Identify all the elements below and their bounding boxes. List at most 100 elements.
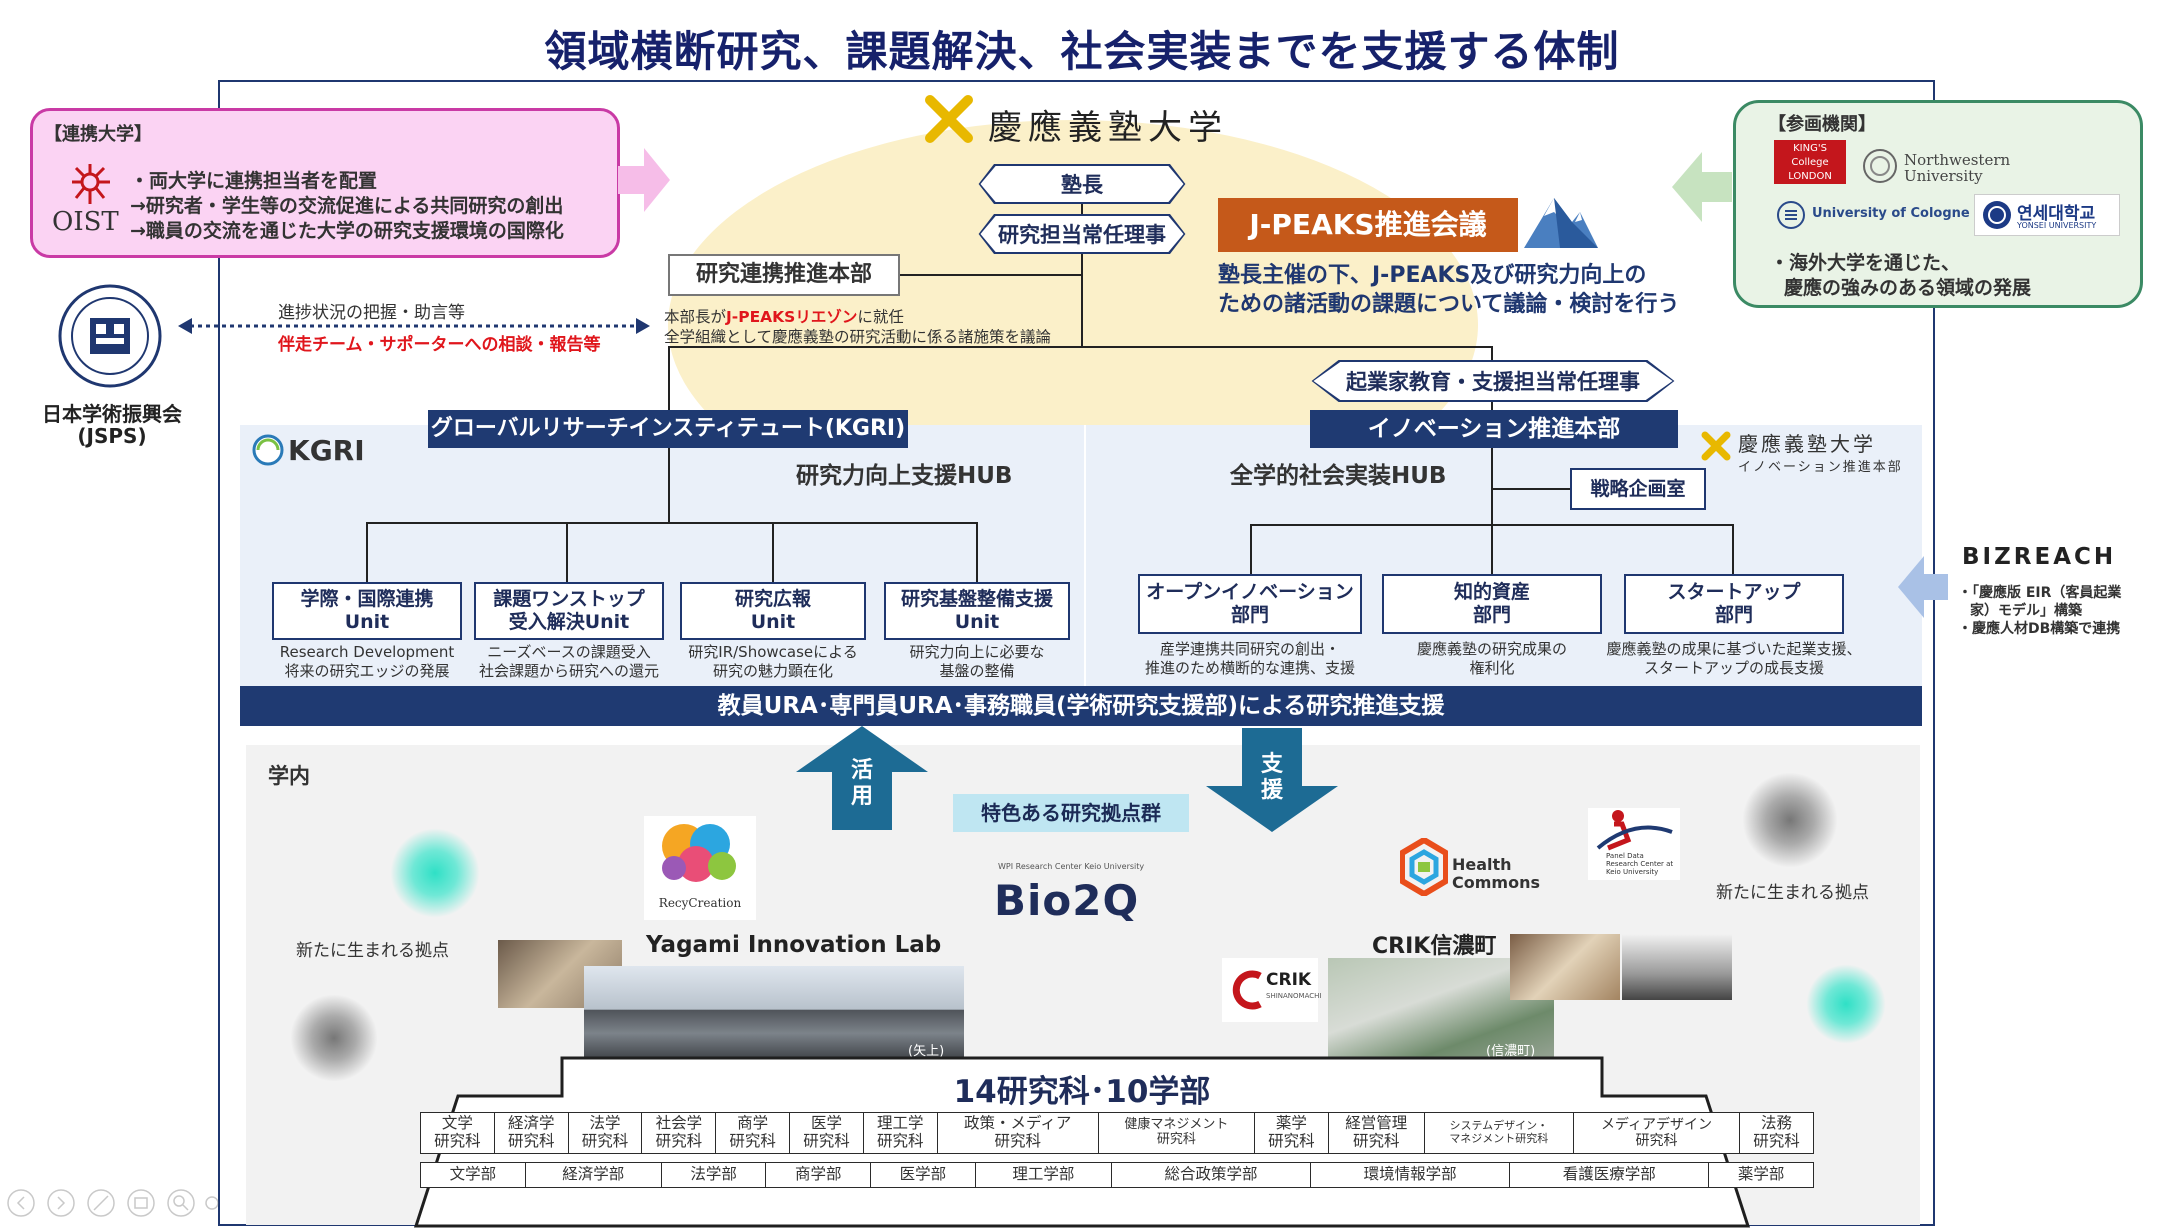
faculty-cell: 商学部: [765, 1162, 872, 1188]
partner-university-box: [30, 108, 620, 258]
partner-univ-heading: 【連携大学】: [44, 124, 152, 145]
grad-school-cell: 医学研究科: [789, 1112, 864, 1154]
innov-hub-label: 全学的社会実装HUB: [1230, 463, 1447, 489]
keio-logo-text: 慶應義塾大学: [988, 108, 1228, 148]
innov-dept-desc-2a: 慶應義塾の研究成果の: [1416, 640, 1567, 658]
kgri-logo-icon: [252, 434, 284, 466]
crik-caption: (信濃町): [1486, 1044, 1536, 1059]
pen-tool-button[interactable]: [84, 1186, 112, 1214]
innov-dept-ip: 知的資産部門: [1382, 574, 1602, 634]
oist-logo-text: OIST: [52, 207, 119, 237]
innov-dept-desc-1a: 産学連携共同研究の創出・: [1159, 640, 1340, 658]
president-box: 塾長: [978, 164, 1186, 204]
partner-univ-arrow-icon: [618, 148, 670, 212]
kgri-unit-desc-3a: 研究IR/Showcaseによる: [688, 643, 858, 661]
jsps-abbr: (JSPS): [77, 424, 147, 448]
jpeaks-desc-1: 塾長主催の下、J-PEAKS及び研究力向上の: [1218, 263, 1647, 288]
bizreach-line-3: ・慶應人材DB構築で連携: [1958, 621, 2121, 637]
faculty-cell: 環境情報学部: [1310, 1162, 1511, 1188]
partner-inst-line-1: ・海外大学を通じた、: [1770, 252, 1961, 274]
grad-school-cell: 薬学研究科: [1253, 1112, 1329, 1154]
jsps-dotted-arrow-icon: [178, 316, 650, 336]
faculty-cell: 法学部: [660, 1162, 767, 1188]
new-hub-glow-left-teal: [390, 828, 480, 918]
kgri-unit-desc-3b: 研究の魅力顕在化: [712, 662, 833, 680]
faculty-cell: 理工学部: [974, 1162, 1112, 1188]
ura-support-band: 教員URA･専門員URA･事務職員(学術研究支援部)による研究推進支援: [240, 686, 1922, 726]
more-options-button[interactable]: [198, 1190, 218, 1212]
jsps-note-2: 伴走チーム・サポーターへの相談・報告等: [278, 335, 601, 355]
undergraduate-faculties-table: 文学部 経済学部 法学部 商学部 医学部 理工学部 総合政策学部 環境情報学部 …: [420, 1162, 1814, 1188]
research-hubs-tag: 特色ある研究拠点群: [953, 794, 1189, 832]
entre-director-box: 起業家教育・支援担当常任理事: [1311, 360, 1675, 402]
keio-logo-icon: [924, 94, 974, 144]
jsps-seal-icon: [56, 282, 164, 390]
kgri-unit-desc-2a: ニーズベースの課題受入: [487, 643, 651, 661]
partner-univ-line-2: →研究者・学生等の交流促進による共同研究の創出: [130, 195, 564, 217]
jpeaks-council: J-PEAKS推進会議: [1218, 198, 1518, 252]
innov-dept-startup: スタートアップ部門: [1624, 574, 1844, 634]
bio2q-sub: WPI Research Center Keio University: [998, 862, 1145, 871]
slide-toolbar: [4, 1186, 220, 1220]
crik-photo-interior-2: [1622, 934, 1732, 1000]
kgri-unit-onestop: 課題ワンストップ受入解決Unit: [474, 582, 664, 640]
research-hq-box: 研究連携推進本部: [668, 254, 900, 296]
yagami-label: Yagami Innovation Lab: [646, 932, 942, 958]
bizreach-line-1: ・「慶應版 EIR（客員起業: [1958, 585, 2122, 601]
faculty-cell: 看護医療学部: [1509, 1162, 1710, 1188]
kgri-unit-desc-4b: 基盤の整備: [939, 662, 1015, 680]
faculties-heading: 14研究科･10学部: [953, 1074, 1211, 1110]
faculty-cell: 医学部: [870, 1162, 976, 1188]
new-hub-label-right: 新たに生まれる拠点: [1716, 883, 1869, 903]
support-arrow-label: 支援: [1260, 752, 1283, 803]
grad-school-cell: 理工学研究科: [862, 1112, 938, 1154]
jsps-note-1: 進捗状況の把握・助言等: [278, 303, 465, 323]
innov-dept-desc-1b: 推進のため横断的な連携、支援: [1144, 659, 1355, 677]
innov-dept-open-innovation: オープンイノベーション部門: [1138, 574, 1362, 634]
director-label: 研究担当常任理事: [980, 216, 1184, 252]
new-hub-glow-right-teal: [1806, 964, 1886, 1044]
utilize-arrow-label: 活用: [850, 758, 873, 809]
utilize-arrow-icon: [796, 726, 928, 830]
grad-school-cell: 商学研究科: [715, 1112, 791, 1154]
strategy-office-box: 戦略企画室: [1570, 468, 1706, 510]
bio2q-logo: Bio2Q: [994, 876, 1140, 925]
next-slide-button[interactable]: [44, 1186, 72, 1214]
northwestern-seal-icon: [1862, 148, 1898, 184]
faculty-cell: 経済学部: [524, 1162, 662, 1188]
keio-innov-logo-sub: イノベーション推進本部: [1738, 460, 1903, 475]
faculty-cell: 薬学部: [1708, 1162, 1814, 1188]
cologne-seal-icon: [1776, 200, 1806, 230]
bizreach-logo: BIZREACH: [1962, 544, 2117, 570]
new-hub-glow-left-gray: [290, 994, 378, 1082]
partner-inst-heading: 【参画機関】: [1768, 114, 1876, 135]
research-hq-note1: 本部長がJ-PEAKSリエゾンに就任: [664, 308, 904, 326]
yagami-photo-building: [584, 966, 964, 1062]
grad-school-cell: メディアデザイン研究科: [1572, 1112, 1741, 1154]
crik-logo: CRIK SHINANOMACHI: [1222, 958, 1321, 1022]
kgri-unit-desc-1a: Research Development: [279, 643, 455, 661]
slides-overview-button[interactable]: [124, 1186, 152, 1214]
director-box: 研究担当常任理事: [978, 214, 1186, 254]
zoom-button[interactable]: [164, 1186, 192, 1214]
crik-photo-interior-1: [1510, 934, 1620, 1000]
grad-school-cell: 法学研究科: [567, 1112, 643, 1154]
grad-school-cell: 経営管理研究科: [1327, 1112, 1425, 1154]
jsps-name: 日本学術振興会: [42, 402, 182, 426]
innov-bar: イノベーション推進本部: [1310, 410, 1678, 448]
oist-logo-icon: [62, 160, 118, 208]
prev-slide-button[interactable]: [4, 1186, 32, 1214]
research-hq-note2: 全学組織として慶應義塾の研究活動に係る諸施策を議論: [664, 328, 1052, 346]
health-commons-logo: Health Commons: [1452, 855, 1540, 892]
grad-school-cell: 健康マネジメント研究科: [1097, 1112, 1255, 1154]
page-title: 領域横断研究、課題解決、社会実装までを支援する体制: [544, 27, 1620, 76]
faculty-cell: 文学部: [420, 1162, 526, 1188]
partner-inst-arrow-icon: [1672, 152, 1732, 222]
kgri-unit-desc-4a: 研究力向上に必要な: [909, 643, 1045, 661]
hub-divider: [1084, 425, 1086, 687]
kings-college-logo: KING'S College LONDON: [1774, 140, 1846, 184]
partner-univ-line-1: ・両大学に連携担当者を配置: [130, 170, 378, 192]
kgri-bar: グローバルリサーチインスティテュート(KGRI): [428, 410, 908, 448]
new-hub-glow-right-gray: [1742, 772, 1838, 868]
